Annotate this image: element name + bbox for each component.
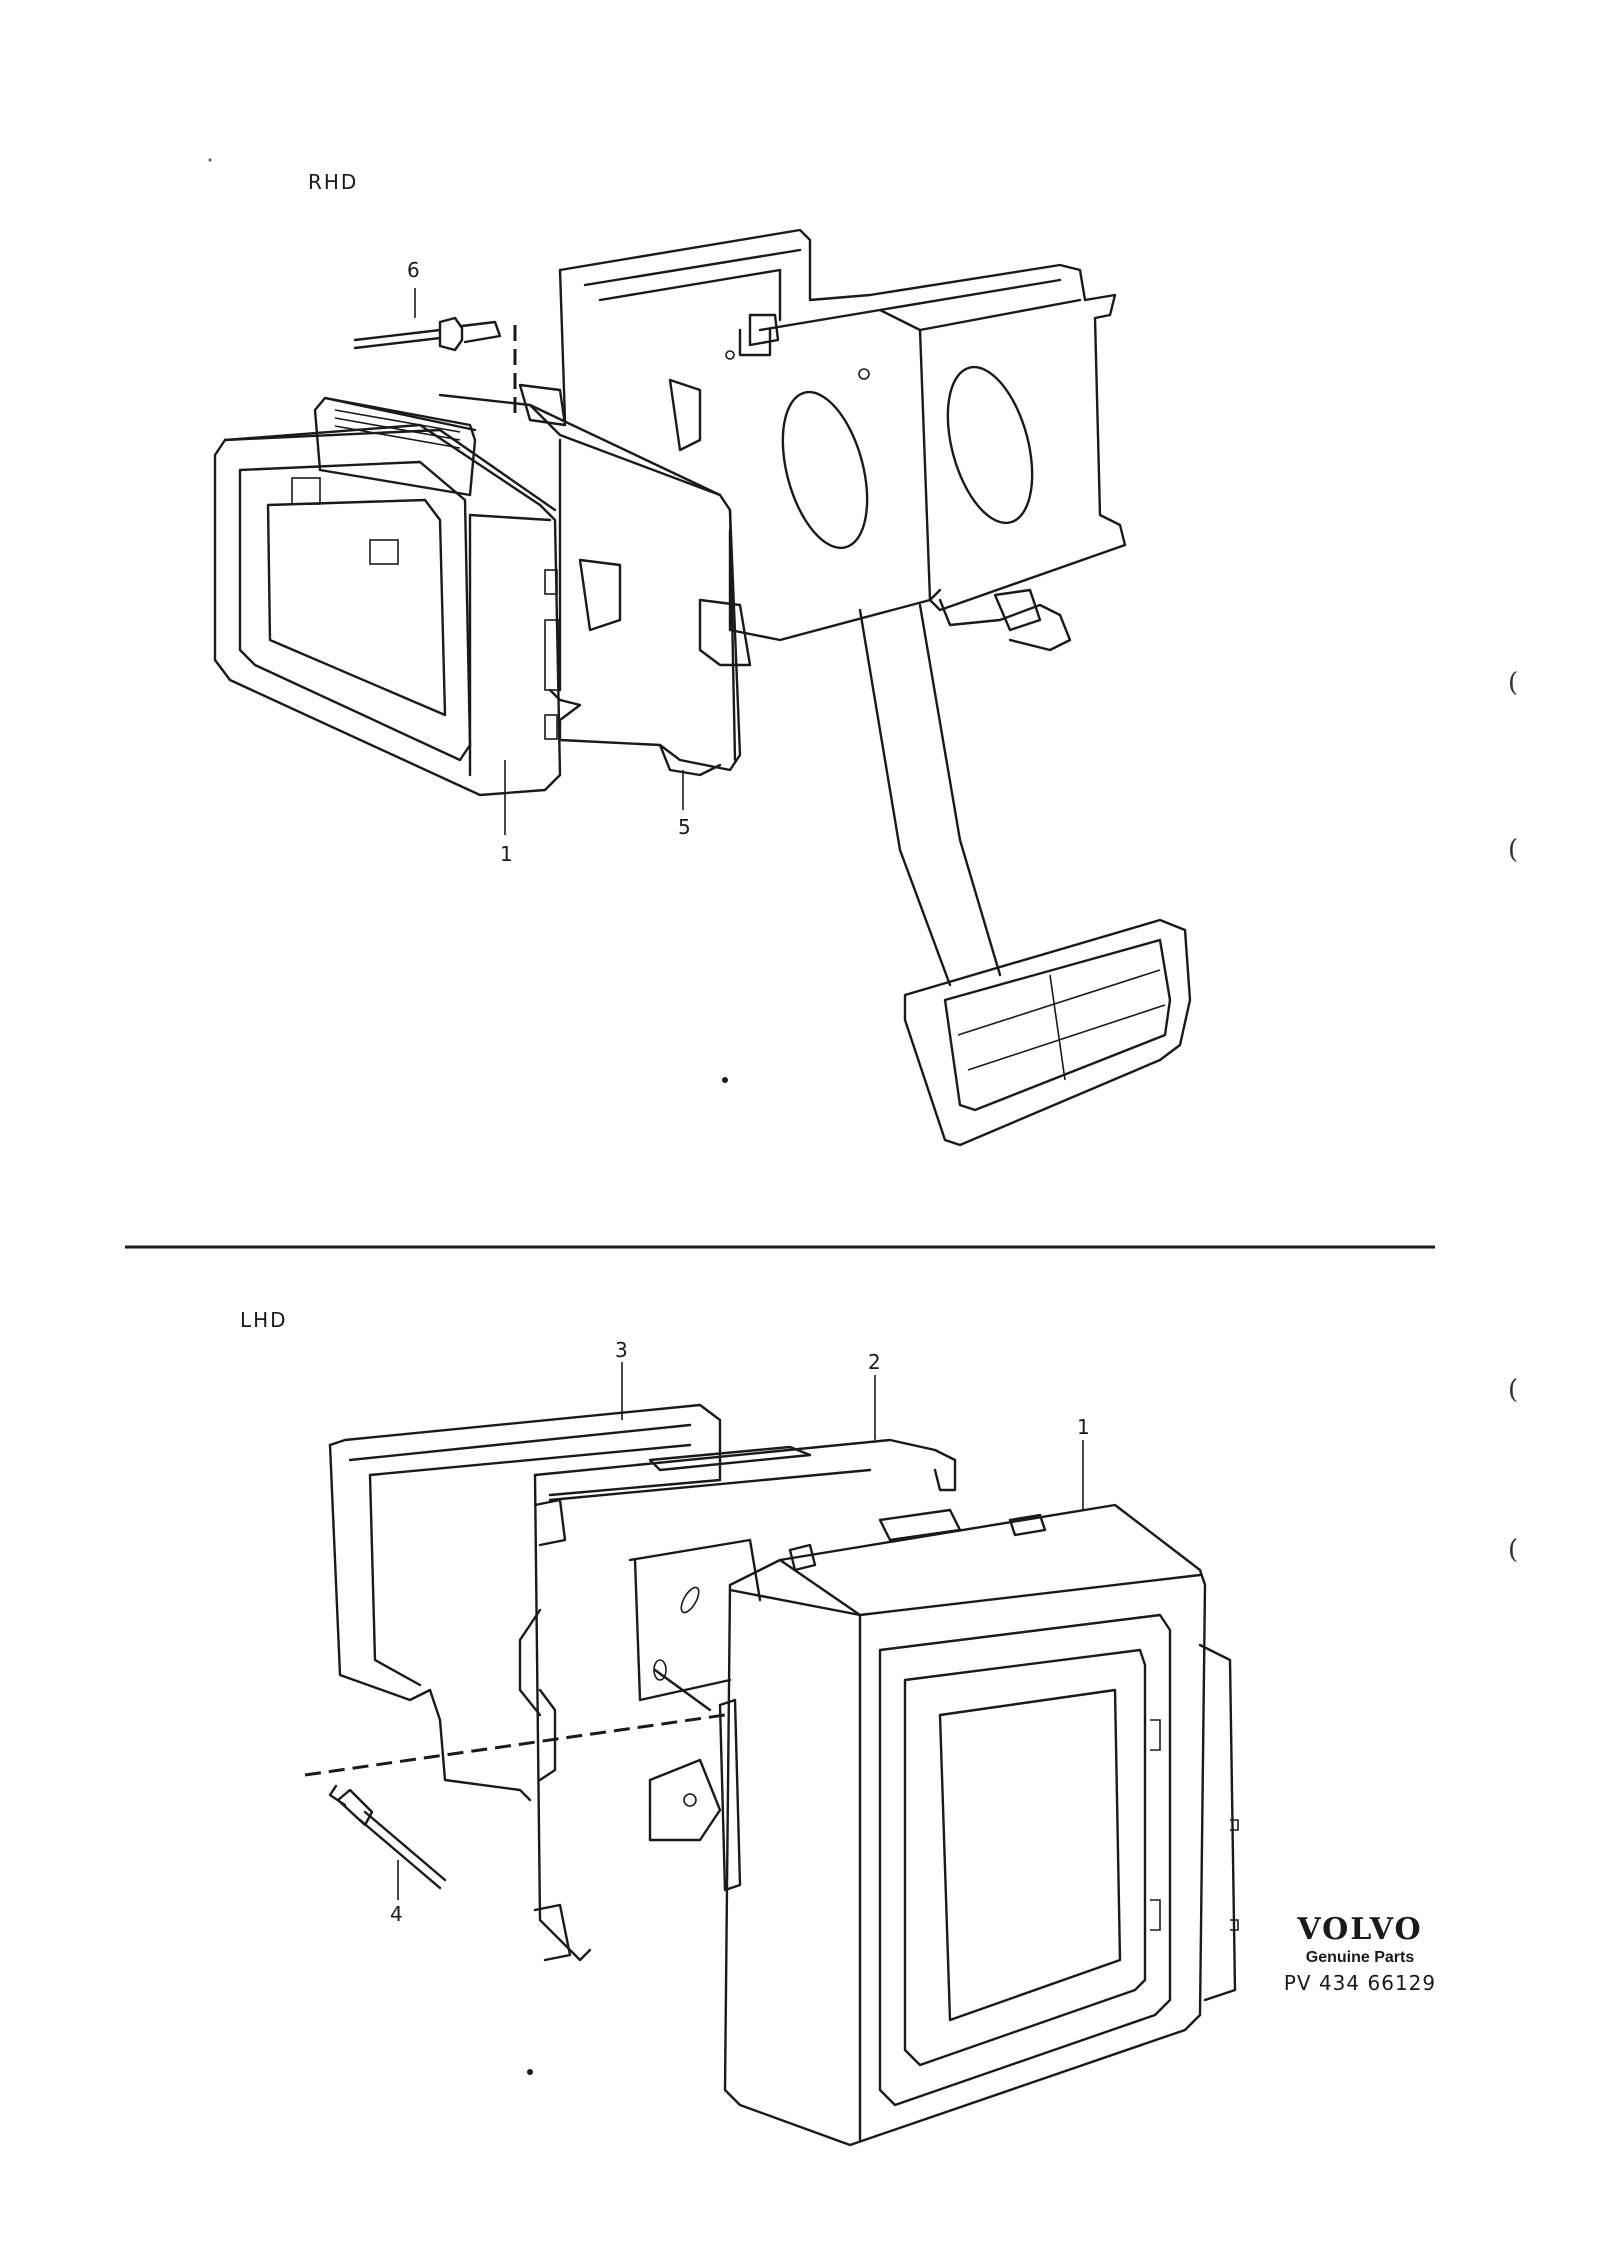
lhd-assembly xyxy=(304,1403,1239,2147)
pedal-frame-rhd xyxy=(558,228,1127,652)
callout-6-rhd: 6 xyxy=(407,258,420,282)
margin-mark: ( xyxy=(1508,1375,1519,1405)
callout-1-rhd: 1 xyxy=(500,842,513,866)
callout-4-lhd: 4 xyxy=(390,1902,403,1926)
margin-mark: ( xyxy=(1508,1535,1519,1565)
bracket-rhd xyxy=(438,378,752,777)
section-label-rhd: RHD xyxy=(308,170,359,194)
rivet-lhd xyxy=(304,1713,726,1900)
rivet-rhd xyxy=(353,288,517,420)
brand-logo: VOLVO xyxy=(1297,1912,1423,1947)
callout-2-lhd: 2 xyxy=(868,1350,881,1374)
callout-leaders xyxy=(504,760,1084,1510)
callout-3-lhd: 3 xyxy=(615,1338,628,1362)
brand-block: VOLVO Genuine Parts PV 434 66129 xyxy=(1270,1912,1450,1995)
margin-mark: ( xyxy=(1508,835,1519,865)
bracket-2-lhd xyxy=(533,1438,957,1962)
control-module-rhd xyxy=(213,396,562,797)
callout-1-lhd: 1 xyxy=(1077,1415,1090,1439)
pedal-arm-rhd xyxy=(858,603,1002,987)
margin-mark: ( xyxy=(1508,668,1519,698)
brand-subtitle: Genuine Parts xyxy=(1305,1949,1415,1966)
rhd-assembly xyxy=(213,228,1192,1147)
bracket-3-lhd xyxy=(328,1403,722,1802)
callout-5-rhd: 5 xyxy=(678,815,691,839)
section-label-lhd: LHD xyxy=(240,1308,288,1332)
diagram-code: PV 434 66129 xyxy=(1283,1971,1437,1995)
control-module-lhd xyxy=(718,1503,1239,2147)
pedal-pad-rhd xyxy=(903,918,1192,1147)
